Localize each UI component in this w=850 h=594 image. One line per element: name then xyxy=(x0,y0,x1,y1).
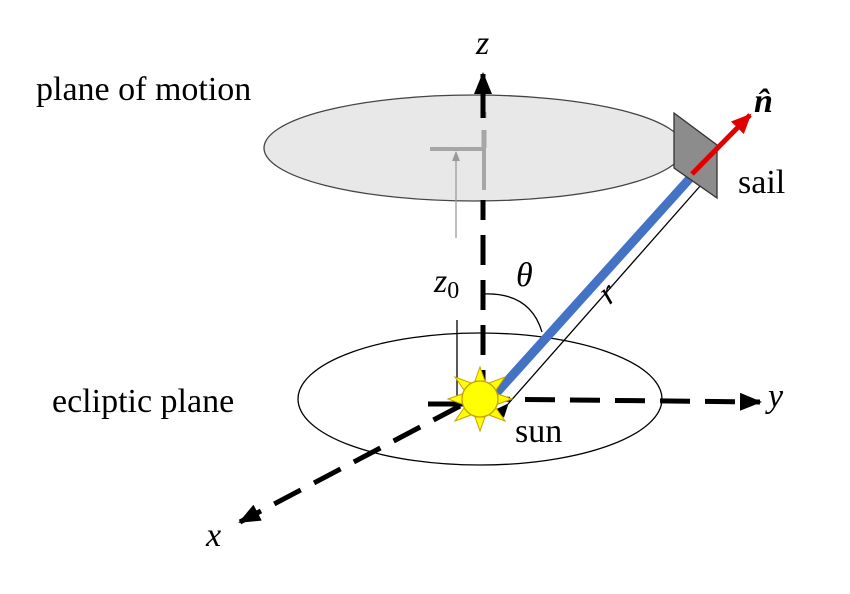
y-axis-label: y xyxy=(765,378,784,415)
plane-of-motion-label: plane of motion xyxy=(36,71,251,108)
sail-label: sail xyxy=(738,164,785,201)
right-angle-marker xyxy=(430,147,486,190)
z-axis-label: z xyxy=(475,25,489,62)
sun-icon xyxy=(446,365,514,433)
sail-panel xyxy=(673,111,718,200)
theta-arc xyxy=(482,293,543,333)
r-label: r xyxy=(591,274,626,311)
x-axis-dashed xyxy=(238,403,462,525)
theta-label: θ xyxy=(516,257,533,294)
ecliptic-plane-label: ecliptic plane xyxy=(52,383,234,420)
normal-vector xyxy=(690,113,752,176)
n-hat-label: n̂ xyxy=(754,83,773,120)
sun-label: sun xyxy=(515,413,562,450)
r-dimension-arrow xyxy=(494,167,717,418)
z0-label-subscript: 0 xyxy=(447,278,459,304)
x-axis-label: x xyxy=(205,517,221,554)
z0-label-base: z xyxy=(433,263,447,300)
z0-label: z0 xyxy=(433,263,459,304)
